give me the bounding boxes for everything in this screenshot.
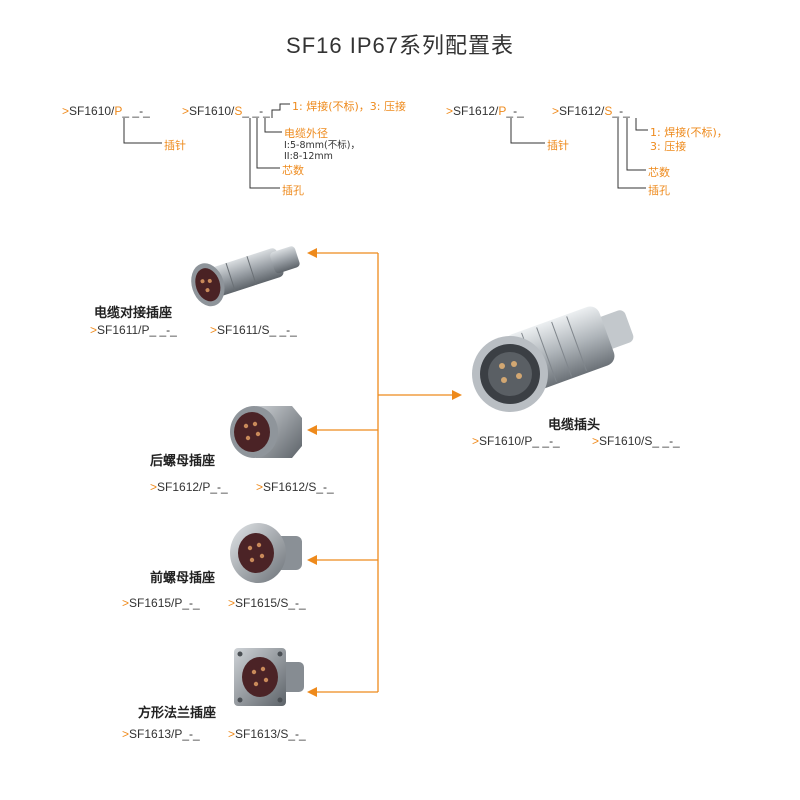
sf1610-cable-od-2: II:8-12mm [284, 151, 333, 162]
sf1612-termination-label-2: 3: 压接 [650, 140, 687, 153]
rear-nut-socket-name: 后螺母插座 [150, 454, 216, 469]
rear-nut-socket-icon [230, 406, 302, 458]
cable-socket-pin-code: >SF1611/P_ _-_ [90, 323, 177, 337]
front-nut-socket-icon [230, 523, 302, 583]
sf1612-hole-label: 插孔 [648, 184, 670, 197]
front-nut-socket-hole-code: >SF1615/S_-_ [228, 596, 306, 610]
cable-plug-pin-code: >SF1610/P_ _-_ [472, 434, 560, 448]
rear-nut-socket-pin-code: >SF1612/P_-_ [150, 480, 228, 494]
sf1610-cable-od-1: I:5-8mm(不标)， [284, 140, 360, 151]
sf1612-pin-label: 插针 [547, 139, 569, 152]
square-flange-socket-pin-code: >SF1613/P_-_ [122, 727, 200, 741]
rear-nut-socket-hole-code: >SF1612/S_-_ [256, 480, 334, 494]
sf1610-hole-code: >SF1610/S_ _-_ [182, 104, 270, 118]
cable-plug-hole-code: >SF1610/S_ _-_ [592, 434, 680, 448]
sf1610-cores-label: 芯数 [282, 164, 304, 177]
sf1612-hole-code: >SF1612/S_-_ [552, 104, 630, 118]
cable-plug-name: 电缆插头 [548, 418, 601, 433]
sf1610-hole-label: 插孔 [282, 184, 304, 197]
sf1612-pin-code: >SF1612/P_-_ [446, 104, 524, 118]
sf1612-cores-label: 芯数 [648, 166, 670, 179]
cable-socket-name: 电缆对接插座 [94, 306, 173, 321]
front-nut-socket-pin-code: >SF1615/P_-_ [122, 596, 200, 610]
sf1610-pin-code: >SF1610/P_ _-_ [62, 104, 150, 118]
cable-socket-hole-code: >SF1611/S_ _-_ [210, 323, 297, 337]
cable-socket-icon [191, 246, 300, 307]
sf1610-termination-label: 1: 焊接(不标)，3: 压接 [292, 100, 406, 113]
square-flange-socket-hole-code: >SF1613/S_-_ [228, 727, 306, 741]
square-flange-socket-name: 方形法兰插座 [138, 706, 217, 721]
sf1610-pin-label: 插针 [164, 139, 186, 152]
sf1612-termination-label-1: 1: 焊接(不标)， [650, 126, 728, 139]
page-title: SF16 IP67系列配置表 [286, 33, 514, 58]
sf1610-cable-od-label: 电缆外径 [284, 127, 328, 140]
front-nut-socket-name: 前螺母插座 [150, 571, 216, 586]
square-flange-socket-icon [234, 648, 304, 706]
cable-plug-icon [472, 306, 634, 412]
